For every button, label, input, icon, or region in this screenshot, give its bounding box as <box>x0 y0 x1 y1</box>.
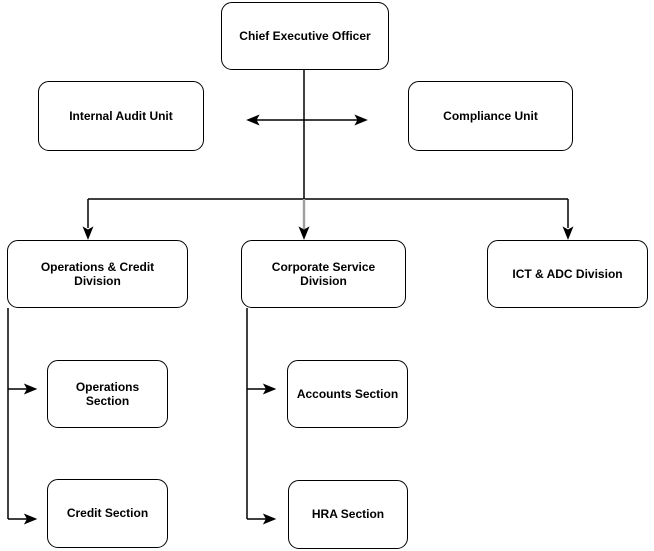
node-chief-executive-officer: Chief Executive Officer <box>221 2 389 70</box>
connector-drop-ict-adc <box>562 199 574 240</box>
node-label: Accounts Section <box>296 386 399 401</box>
node-label: Credit Section <box>66 506 149 521</box>
node-operations-section: Operations Section <box>47 360 168 428</box>
connector-corp-service-spine <box>246 308 277 525</box>
node-label: Operations & Credit Division <box>40 259 155 288</box>
node-label: ICT & ADC Division <box>512 266 623 281</box>
node-label: Compliance Unit <box>443 108 538 123</box>
node-corporate-service-division: Corporate Service Division <box>241 240 406 308</box>
node-hra-section: HRA Section <box>288 480 408 549</box>
node-internal-audit-unit: Internal Audit Unit <box>38 81 204 151</box>
node-label: Operations Section <box>75 379 140 408</box>
connector-ops-credit-spine <box>7 308 38 525</box>
node-label: Corporate Service Division <box>271 259 376 288</box>
node-accounts-section: Accounts Section <box>287 360 408 428</box>
node-credit-section: Credit Section <box>47 479 168 548</box>
node-operations-credit-division: Operations & Credit Division <box>7 240 188 308</box>
node-label: HRA Section <box>311 507 385 522</box>
connector-drop-corporate-service <box>298 199 310 240</box>
node-ict-adc-division: ICT & ADC Division <box>487 240 648 308</box>
node-label: Chief Executive Officer <box>239 28 371 43</box>
connector-drop-operations-credit <box>82 199 94 240</box>
node-compliance-unit: Compliance Unit <box>408 81 573 151</box>
connector-audit-compliance-double-arrow <box>246 114 368 126</box>
node-label: Internal Audit Unit <box>69 108 173 123</box>
